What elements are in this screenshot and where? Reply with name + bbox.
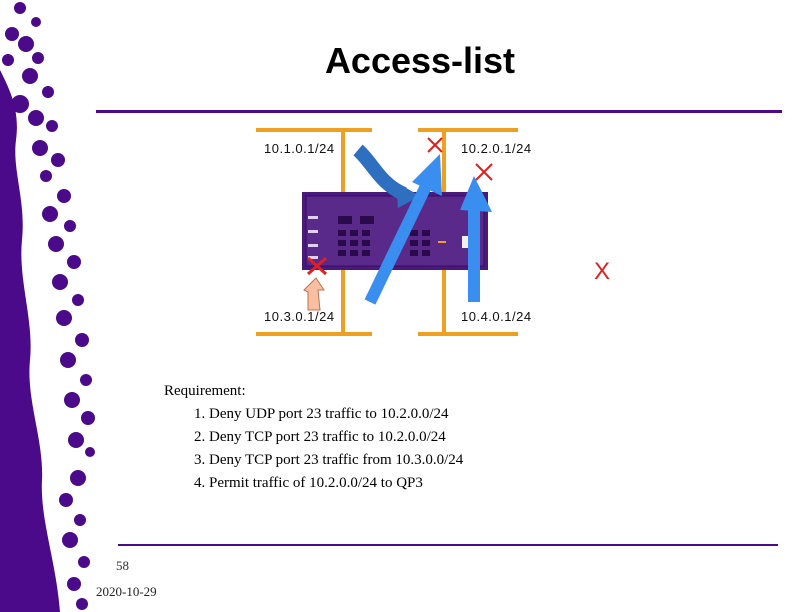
deny-cross-icon [475, 163, 493, 181]
network-segment-top-left [256, 128, 372, 194]
requirement-item: 3. Deny TCP port 23 traffic from 10.3.0.… [194, 452, 464, 468]
network-segment-top-right [418, 128, 518, 194]
requirements-heading: Requirement: [164, 383, 246, 399]
decorative-border [0, 2, 95, 612]
arrow-bottom-left-to-top-right [364, 154, 442, 305]
deny-cross-icon [307, 256, 327, 276]
deny-mark: X [594, 258, 611, 285]
title-divider [96, 110, 782, 113]
network-segment-bottom-left [256, 270, 372, 336]
requirement-item: 4. Permit traffic of 10.2.0.0/24 to QP3 [194, 475, 423, 491]
footer-divider [118, 544, 778, 546]
requirement-item: 1. Deny UDP port 23 traffic to 10.2.0.0/… [194, 406, 449, 422]
requirement-item: 2. Deny TCP port 23 traffic to 10.2.0.0/… [194, 429, 446, 445]
arrow-bottom-right-to-top-right [460, 176, 492, 302]
network-label-bottom-left: 10.3.0.1/24 [264, 309, 335, 324]
network-label-bottom-right: 10.4.0.1/24 [461, 309, 532, 324]
network-label-top-right: 10.2.0.1/24 [461, 141, 532, 156]
slide-title: Access-list [324, 40, 516, 81]
slide-date: 2020-10-29 [96, 584, 157, 599]
arrow-from-bottom-left [303, 277, 325, 311]
requirements-block: Requirement: 1. Deny UDP port 23 traffic… [164, 380, 463, 495]
network-segment-bottom-right [418, 270, 518, 336]
deny-cross-icon [427, 137, 443, 153]
curved-arrow [353, 144, 420, 208]
network-label-top-left: 10.1.0.1/24 [264, 141, 335, 156]
page-number: 58 [116, 558, 129, 573]
